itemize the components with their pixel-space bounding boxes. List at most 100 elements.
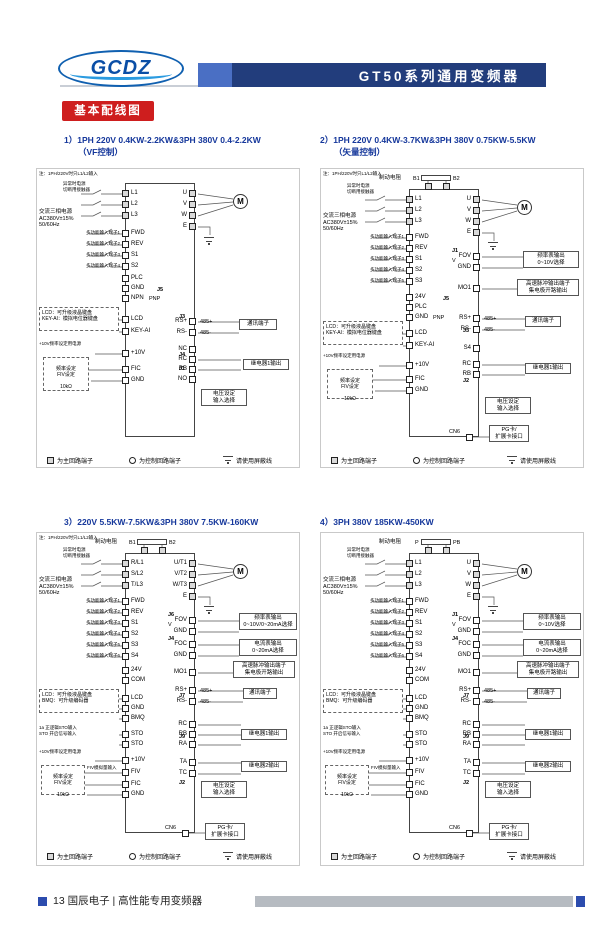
legend-shield: 请使用屏蔽线	[520, 456, 556, 465]
sto-label: 1a 正逻辑STO输入 STO 开启信号输入	[39, 725, 77, 736]
supply-label: 交流三相电源 AC380V±15% 50/60Hz	[39, 577, 74, 596]
breaker-label: 异常时电源 切断用接触器	[63, 181, 90, 192]
phase-note-label: 注：1PH/220V时只L1/L2输入	[39, 535, 98, 540]
terminal-s3: S3	[406, 278, 422, 285]
di-label: 多功能输入端子3	[369, 256, 404, 261]
brake-resistor-box	[421, 175, 451, 181]
relay2-output-box: 继电器2输出	[241, 761, 287, 772]
terminal-tc: TC	[179, 770, 196, 777]
supply-label: 交流三相电源 AC380V±15% 50/60Hz	[323, 213, 358, 232]
terminal-10v: +10V	[122, 757, 145, 764]
comm-terminal-box: 通讯端子	[239, 319, 277, 330]
rs485-minus-label: 485-	[200, 699, 212, 705]
jumper-j1: J1	[452, 612, 459, 618]
legend-main-terminal: 为主回路端子	[331, 852, 377, 861]
terminal-ta: TA	[464, 759, 480, 766]
supply-label: 交流三相电源 AC380V±15% 50/60Hz	[39, 209, 74, 228]
terminal-pb-label: PB	[453, 540, 461, 546]
comm-terminal-box: 通讯端子	[243, 688, 277, 699]
cn6-label: CN6	[449, 825, 461, 831]
terminal-foc: FOC	[458, 641, 480, 648]
terminal-sto1: STO	[122, 731, 143, 738]
jumper-j4: J4	[168, 636, 175, 642]
terminal-rc: RC	[178, 356, 196, 363]
terminal-s4: S4	[406, 653, 422, 660]
diagram2-panel: 制动电阻 B1 B2 L1 L2 L3 FWD REV S1 S2 S3 24V…	[320, 168, 584, 468]
brand-logo: GCDZ	[58, 50, 184, 87]
rs485-minus-label: 485-	[484, 327, 496, 333]
ground-icon	[488, 242, 498, 250]
brake-resistor-box	[421, 539, 451, 545]
diagram2-subtitle: （矢量控制）	[334, 147, 386, 157]
di-label: 多功能输入端子4	[85, 263, 120, 268]
terminal-w: W	[465, 582, 480, 589]
terminal-rs-plus: RS+	[175, 687, 196, 694]
terminal-w: W	[181, 212, 196, 219]
terminal-rb: RB	[463, 731, 480, 738]
relay1-output-box: 继电器1输出	[243, 359, 289, 370]
terminal-b2-label: B2	[169, 540, 176, 546]
terminal-24v: 24V	[122, 667, 142, 674]
terminal-gnd2: GND	[406, 791, 428, 798]
motor-symbol: M	[233, 564, 248, 579]
terminal-e: E	[183, 223, 196, 230]
voltage-select-box: 电压设定 输入选择	[201, 781, 247, 798]
relay1-output-box: 继电器1输出	[525, 729, 571, 740]
terminal-s1: S1	[406, 256, 422, 263]
freq-setting-box: 频率设定 FIV设定 10kΩ	[43, 357, 89, 391]
diagram1-title: 1）1PH 220V 0.4KW-2.2KW&3PH 380V 0.4-2.2K…	[64, 135, 261, 145]
legend-ctrl-text: 为控制回路端子	[423, 459, 466, 465]
fiv-input-label: FIV模拟量输入	[371, 765, 401, 770]
terminal-rc: RC	[178, 721, 196, 728]
motor-symbol: M	[233, 194, 248, 209]
terminal-rs-plus: RS+	[175, 318, 196, 325]
terminal-l2: L2	[122, 201, 138, 208]
ground-icon	[204, 237, 214, 245]
terminal-fic: FIC	[406, 376, 425, 383]
terminal-fov: FOV	[175, 617, 196, 624]
terminal-plc: PLC	[406, 304, 427, 311]
pg-card-port-box: PG卡/ 扩展卡接口	[205, 823, 245, 840]
voltage-select-box: 电压设定 输入选择	[485, 781, 531, 798]
terminal-e: E	[183, 593, 196, 600]
wiring-svg	[365, 545, 527, 834]
terminal-ra: RA	[463, 741, 480, 748]
jumper-j2: J2	[463, 378, 470, 384]
jumper-j1: J1	[452, 248, 459, 254]
header-accent	[198, 63, 232, 87]
breaker-label: 异常时电源 切断用接触器	[347, 183, 374, 194]
terminal-ra: RA	[179, 741, 196, 748]
page-title: GT50系列通用变频器	[358, 69, 520, 84]
jumper-j4: J4	[179, 352, 186, 358]
terminal-rev: REV	[122, 609, 143, 616]
terminal-nc: NC	[178, 346, 196, 353]
terminal-u: U	[183, 190, 196, 197]
jumper-j1: J1	[179, 366, 186, 372]
freq-pot-value: 10kΩ	[57, 792, 69, 798]
terminal-t-l3: T/L3	[122, 582, 143, 589]
legend-main-terminal: 为主回路端子	[47, 456, 93, 465]
freq-setting-box: 频率设定 FIV设定 10kΩ	[41, 765, 85, 798]
terminal-u: U	[467, 196, 480, 203]
terminal-gnd: GND	[122, 705, 144, 712]
terminal-s-l2: S/L2	[122, 571, 143, 578]
freq-pot-value: 10kΩ	[341, 792, 353, 798]
di-label: 多功能输入端子1	[85, 230, 120, 235]
di-label: 多功能输入端子5	[369, 278, 404, 283]
terminal-w-t3: W/T3	[173, 582, 196, 589]
legend-shield: 请使用屏蔽线	[236, 852, 272, 861]
terminal-s3: S3	[122, 642, 138, 649]
fov-v-label: V	[452, 258, 456, 264]
breaker-label: 异常时电源 切断用接触器	[347, 547, 374, 558]
di-label: 多功能输入端子6	[369, 653, 404, 658]
freq-setting-label: 频率设定 FIV设定	[336, 774, 357, 786]
legend-main-text: 为主回路端子	[341, 855, 378, 861]
pg-card-port-box: PG卡/ 扩展卡接口	[489, 425, 529, 442]
legend-shield-text: 请使用屏蔽线	[520, 459, 557, 465]
jumper-j6: J6	[168, 612, 175, 618]
rs485-plus-label: 485+	[484, 316, 497, 322]
terminal-lcd: LCD	[122, 695, 143, 702]
di-label: 多功能输入端子4	[369, 267, 404, 272]
terminal-rs-minus: RS-	[177, 698, 196, 705]
pow10-label: +10V频率设定用电源	[323, 749, 366, 754]
